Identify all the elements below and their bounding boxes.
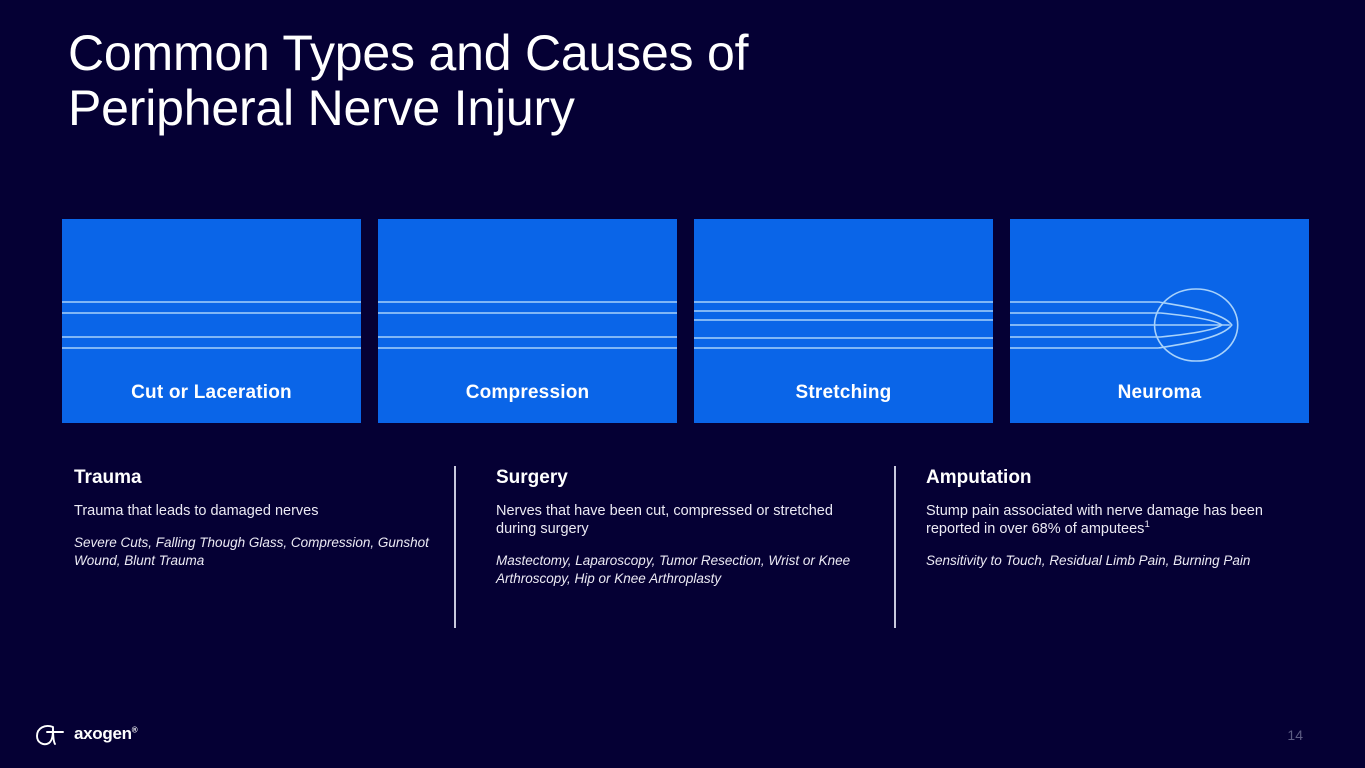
cause-column-trauma: Trauma Trauma that leads to damaged nerv… [74,466,454,628]
injury-card-label: Neuroma [1117,382,1202,403]
injury-card-cut-or-laceration[interactable]: Cut or Laceration [62,219,361,423]
axogen-logo: axogen® [33,719,138,749]
cause-column-row: Trauma Trauma that leads to damaged nerv… [74,466,1290,628]
cause-heading: Amputation [926,467,1032,488]
page-title-line-2: Peripheral Nerve Injury [68,80,575,136]
cause-description-text: Trauma that leads to damaged nerves [74,503,319,519]
cause-examples: Mastectomy, Laparoscopy, Tumor Resection… [496,553,851,586]
injury-card-stretching[interactable]: Stretching [694,219,993,423]
column-divider [454,466,456,628]
cause-examples: Sensitivity to Touch, Residual Limb Pain… [926,553,1251,568]
injury-card-neuroma[interactable]: Neuroma [1010,219,1309,423]
cause-column-amputation: Amputation Stump pain associated with ne… [894,466,1290,628]
nerve-bulb-neuroma-icon [1010,219,1309,363]
cause-examples: Severe Cuts, Falling Though Glass, Compr… [74,535,429,568]
injury-card-label: Cut or Laceration [131,382,292,403]
column-divider [894,466,896,628]
axogen-alpha-mark-icon [36,725,64,746]
cause-description-text: Stump pain associated with nerve damage … [926,503,1263,537]
page-number: 14 [1287,727,1303,743]
cause-column-surgery: Surgery Nerves that have been cut, compr… [454,466,894,628]
injury-card-label: Compression [465,382,590,403]
cause-heading: Trauma [74,467,142,488]
registered-trademark-icon: ® [131,725,138,735]
nerve-fibers-severed-icon [62,219,361,363]
axogen-wordmark-text: axogen [74,724,132,743]
cause-heading: Surgery [496,467,568,488]
injury-card-compression[interactable]: Compression [378,219,677,423]
injury-card-label: Stretching [795,382,892,403]
cause-description: Stump pain associated with nerve damage … [926,502,1268,538]
nerve-fibers-compressed-icon [378,219,677,363]
axogen-wordmark: axogen® [74,724,138,744]
cause-description-text: Nerves that have been cut, compressed or… [496,503,833,537]
injury-type-card-row: Cut or Laceration Compression [62,219,1309,423]
footnote-marker: 1 [1144,519,1150,531]
page-title: Common Types and Causes of Peripheral Ne… [68,26,888,136]
page-title-line-1: Common Types and Causes of [68,25,749,81]
cause-description: Nerves that have been cut, compressed or… [496,502,872,538]
cause-description: Trauma that leads to damaged nerves [74,502,432,520]
nerve-fibers-stretched-icon [694,219,993,363]
